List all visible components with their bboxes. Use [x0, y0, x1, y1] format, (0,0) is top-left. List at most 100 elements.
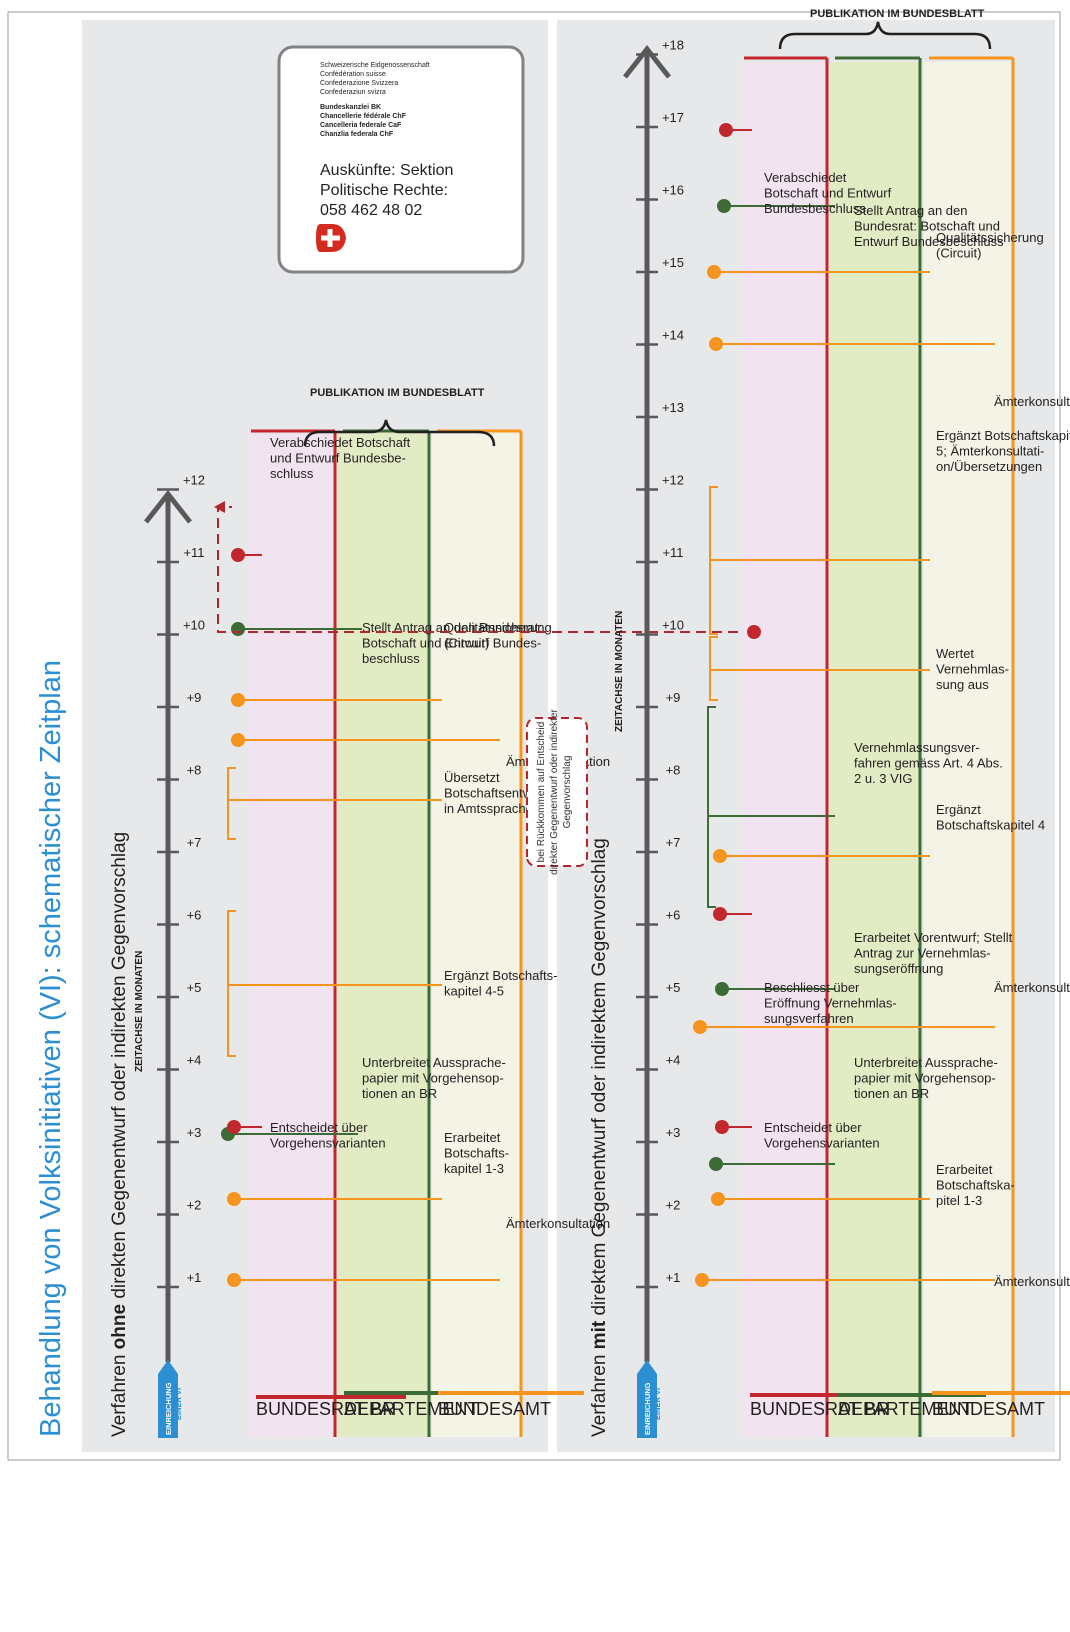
tick-label: +12 — [183, 473, 205, 488]
logo-line-bold: Cancelleria federale CaF — [320, 122, 402, 129]
lane-label-bundesamt: BUNDESAMT — [438, 1391, 584, 1419]
start-label-mit: EINREICHUNG — [643, 1382, 652, 1435]
event-dot-bundesrat — [747, 625, 761, 639]
tick-label: +3 — [666, 1125, 681, 1140]
tick-label: +8 — [666, 763, 681, 778]
logo-line: Schweizerische Eidgenossenschaft — [320, 62, 430, 69]
lane-bundesamt-bg — [432, 431, 523, 1437]
lane-bundesrat-bg — [248, 431, 336, 1437]
axis-arrowhead-mit — [623, 44, 671, 79]
tick-label: +11 — [183, 545, 204, 560]
tick-label: +2 — [666, 1198, 681, 1213]
tick-label: +15 — [662, 255, 684, 270]
logo-contact: Auskünfte: Sektion — [320, 162, 453, 179]
logo-text: Schweizerische EidgenossenschaftConfédér… — [320, 62, 453, 219]
counter-dashed-path — [217, 506, 754, 633]
tick-label: +7 — [666, 835, 681, 850]
start-label-ohne-2: EINER VI — [174, 1388, 183, 1420]
tick-label: +14 — [662, 328, 684, 343]
axis-caption-mit: ZEITACHSE IN MONATEN — [614, 611, 625, 732]
publication-bracket-mit — [778, 21, 992, 50]
bracket-departement — [707, 706, 716, 908]
svg-text:PUBLIKATION IM BUNDESBLATT: PUBLIKATION IM BUNDESBLATT — [310, 387, 485, 399]
tick-label: +3 — [187, 1125, 202, 1140]
logo-contact: 058 462 48 02 — [320, 202, 422, 219]
text-dep-unterbreitet: Unterbreitet Aussprache-papier mit Vorge… — [854, 1055, 998, 1101]
tick-label: +10 — [662, 618, 684, 633]
tick-label: +5 — [666, 980, 681, 995]
logo-line: Confédération suisse — [320, 71, 386, 78]
ticks-mit: +1+2+3+4+5+6+7+8+9+10+11+12+13+14+15+16+… — [636, 38, 684, 1289]
svg-text:DEPARTEMENT: DEPARTEMENT — [344, 1399, 478, 1419]
start-marker-ohne — [158, 1360, 178, 1438]
counter-note-box — [526, 717, 588, 867]
tick-label: +18 — [662, 38, 684, 53]
counter-arrowhead — [214, 501, 225, 513]
counter-note-line2: direkter Gegenentwurf oder indirekter — [549, 709, 560, 875]
bracket-bundesamt — [227, 910, 236, 1057]
svg-text:BUNDESRAT BR: BUNDESRAT BR — [256, 1399, 395, 1419]
logo-contact: Politische Rechte: — [320, 182, 448, 199]
lane2-bundesamt-bg — [924, 62, 1014, 1437]
tick-label: +1 — [187, 1270, 202, 1285]
publication-label-ohne: PUBLIKATION IM BUNDESBLATT — [310, 387, 485, 399]
panel-mit: Verfahren mit direktem Gegenentwurf oder… — [589, 8, 1070, 1438]
bracket-bundesamt — [709, 636, 718, 701]
counter-note-line1: bei Rückkommen auf Entscheid — [536, 722, 547, 863]
page-title: Behandlung von Volksinitiativen (VI): sc… — [35, 660, 67, 1437]
tick-label: +2 — [187, 1198, 202, 1213]
bracket-bundesamt — [227, 767, 236, 840]
tick-label: +6 — [187, 908, 202, 923]
start-label-mit-2: EINER VI — [653, 1388, 662, 1420]
tick-label: +13 — [662, 400, 684, 415]
panel-ohne-heading: Verfahren ohne direkten Gegenentwurf ode… — [109, 832, 130, 1437]
text-ba-ergaenzt: Ergänzt Botschafts-kapitel 4-5 — [444, 968, 557, 999]
svg-text:DEPARTEMENT: DEPARTEMENT — [838, 1399, 972, 1419]
logo-line-bold: Chanzlia federala ChF — [320, 131, 394, 138]
logo-line: Confederazione Svizzera — [320, 80, 398, 87]
start-label-ohne: EINREICHUNG — [164, 1382, 173, 1435]
text-amterkonsultation: Ämterkonsultation — [506, 1216, 610, 1231]
tick-label: +7 — [187, 835, 202, 850]
logo-line: Confederaziun svizra — [320, 89, 386, 96]
tick-label: +5 — [187, 980, 202, 995]
tick-label: +1 — [666, 1270, 681, 1285]
tick-label: +11 — [662, 545, 683, 560]
start-marker-mit — [637, 1360, 657, 1438]
publication-label-mit: PUBLIKATION IM BUNDESBLATT — [810, 8, 985, 20]
text-amterkonsultation: Ämterkonsultation — [994, 980, 1070, 995]
publication-bracket-ohne — [303, 419, 496, 447]
svg-text:PUBLIKATION IM BUNDESBLATT: PUBLIKATION IM BUNDESBLATT — [810, 8, 985, 20]
axis-arrowhead-ohne — [144, 489, 192, 524]
tick-label: +8 — [187, 763, 202, 778]
swiss-cross-icon — [316, 224, 346, 252]
tick-label: +6 — [666, 908, 681, 923]
tick-label: +9 — [666, 690, 681, 705]
tick-label: +4 — [187, 1053, 202, 1068]
svg-text:BUNDESAMT: BUNDESAMT — [932, 1399, 1045, 1419]
text-dep-unterbreitet: Unterbreitet Aussprache-papier mit Vorge… — [362, 1055, 506, 1101]
lane-departement-bg — [338, 431, 430, 1437]
panel-ohne: Verfahren ohne direkten Gegenentwurf ode… — [109, 387, 610, 1438]
logo-line-bold: Bundeskanzlei BK — [320, 104, 381, 111]
logo-box: Schweizerische EidgenossenschaftConfédér… — [277, 45, 525, 274]
tick-label: +4 — [666, 1053, 681, 1068]
logo-line-bold: Chancellerie fédérale ChF — [320, 113, 407, 120]
text-amterkonsultation: Ämterkonsultation — [994, 1274, 1070, 1289]
lane2-bundesrat-bg — [741, 62, 827, 1437]
lane2-label-bundesamt: BUNDESAMT — [932, 1391, 1070, 1419]
lane-label-bundesrat: BUNDESRAT BR — [256, 1395, 406, 1419]
tick-label: +17 — [662, 110, 684, 125]
axis-caption-ohne: ZEITACHSE IN MONATEN — [134, 951, 145, 1072]
